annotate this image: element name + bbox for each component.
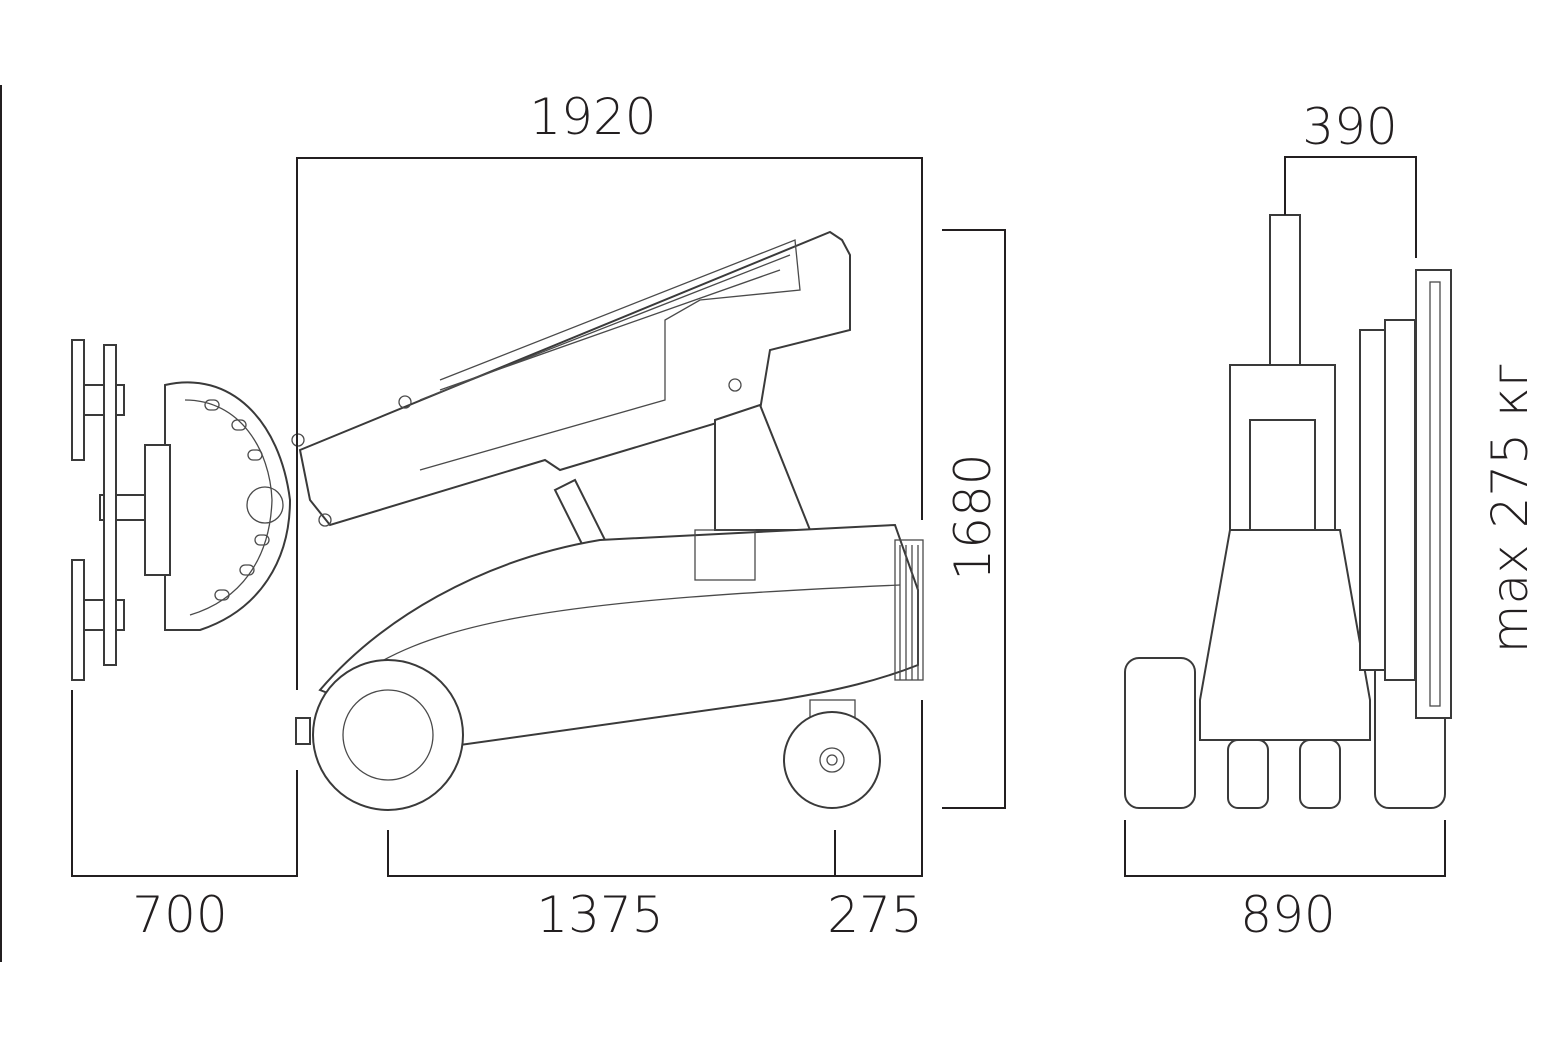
side-view-machine <box>71 230 924 811</box>
height-label: 1680 <box>944 453 1002 580</box>
front-overhang-label: 700 <box>132 886 227 944</box>
dimension-lines <box>71 156 1446 877</box>
wheelbase-label: 1375 <box>536 886 663 944</box>
max-load-label: max 275 кг <box>1481 363 1539 653</box>
overall-width-label: 890 <box>1240 886 1335 944</box>
gripper-width-label: 390 <box>1302 98 1397 156</box>
front-view-machine <box>1124 214 1452 809</box>
overall-length-label: 1920 <box>529 88 656 146</box>
rear-overhang-label: 275 <box>827 886 922 944</box>
